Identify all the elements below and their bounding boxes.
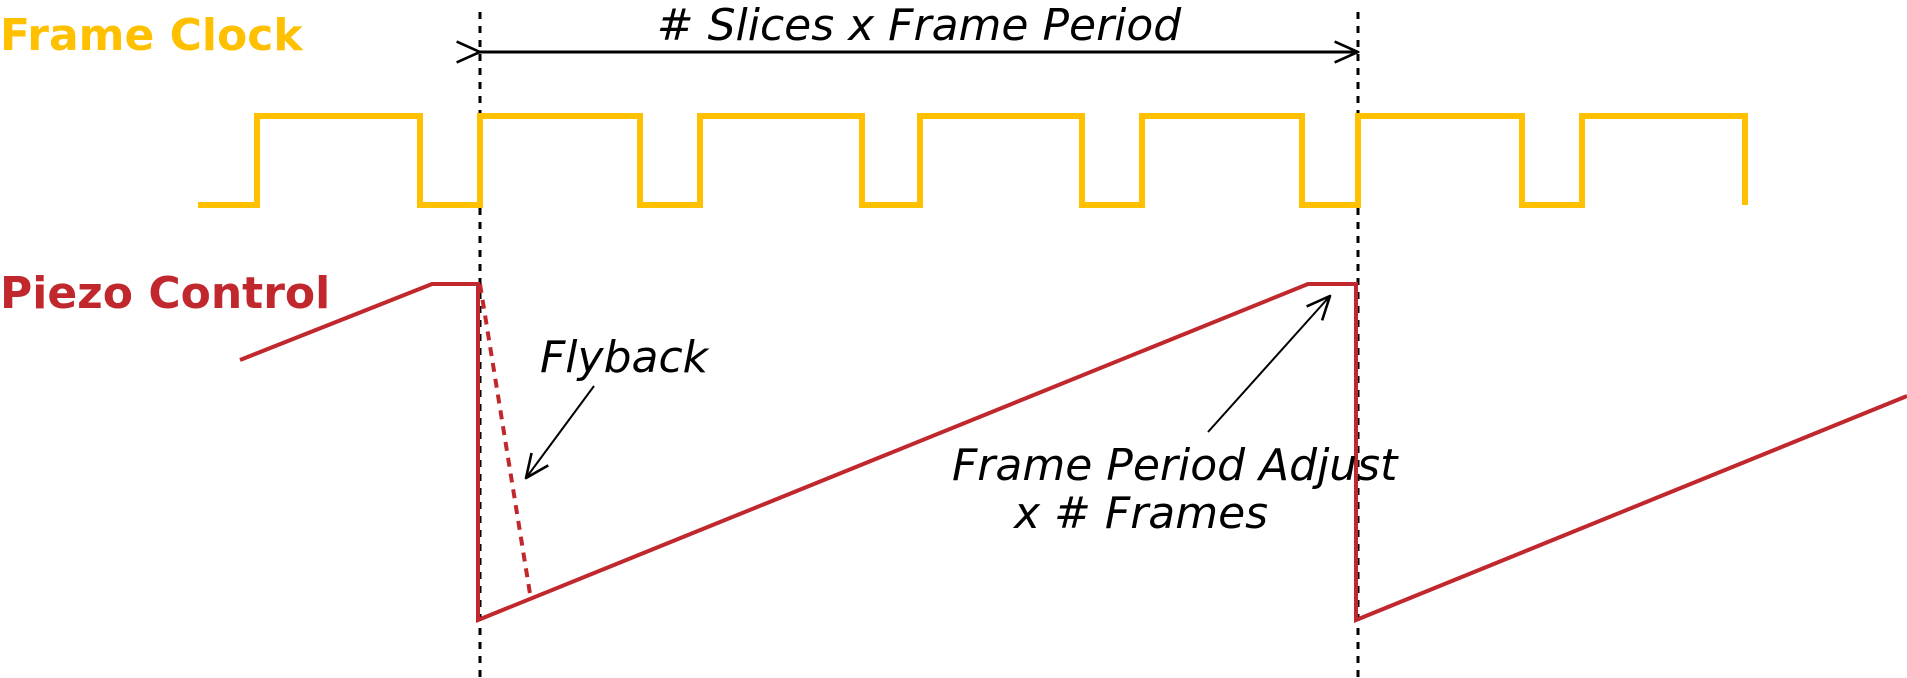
adjust-arrow — [1207, 296, 1330, 433]
flyback-annotation: Flyback — [540, 332, 710, 383]
slices-period-annotation: # Slices x Frame Period — [657, 0, 1183, 51]
flyback-arrow — [526, 385, 595, 478]
adjust-annotation-line1: Frame Period Adjust — [952, 440, 1399, 491]
frame-clock-label: Frame Clock — [0, 10, 304, 61]
frame-clock-wave — [198, 113, 1748, 208]
flyback-dashed-line — [478, 283, 533, 601]
adjust-annotation-line2: x # Frames — [1012, 488, 1268, 539]
piezo-control-label: Piezo Control — [0, 268, 330, 319]
piezo-wave-1 — [239, 282, 1907, 623]
